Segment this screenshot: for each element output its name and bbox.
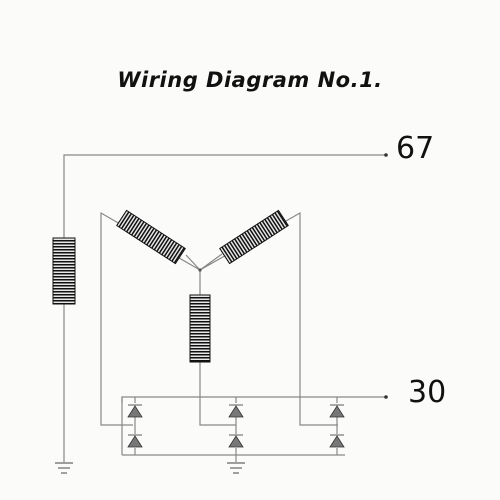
terminal-67-label: 67 (396, 131, 435, 166)
stator-coil-left (116, 209, 186, 265)
diode-upper-1 (127, 404, 143, 418)
wires (63, 154, 386, 462)
terminal-30-label: 30 (408, 375, 447, 410)
ground-symbol-center (227, 462, 245, 474)
diode-lower-3 (329, 434, 345, 448)
terminal-30-dot (384, 395, 388, 399)
diagram-title: Wiring Diagram No.1. (117, 68, 383, 92)
diodes (127, 404, 345, 448)
diode-upper-2 (228, 404, 244, 418)
ground-symbol-left (55, 462, 73, 474)
diode-lower-1 (127, 434, 143, 448)
wire-stator-right (199, 211, 338, 426)
stator-coil-center (189, 294, 211, 363)
wire-67 (63, 154, 386, 238)
field-coil (52, 237, 76, 305)
star-point-dot (198, 268, 202, 272)
wire-stator-bottom (199, 362, 236, 426)
diode-lower-2 (228, 434, 244, 448)
stator-coil-right (219, 209, 289, 265)
wire-30-rail (121, 396, 386, 403)
terminal-67-dot (384, 153, 388, 157)
wire-stator-left (100, 211, 201, 426)
diode-upper-3 (329, 404, 345, 418)
